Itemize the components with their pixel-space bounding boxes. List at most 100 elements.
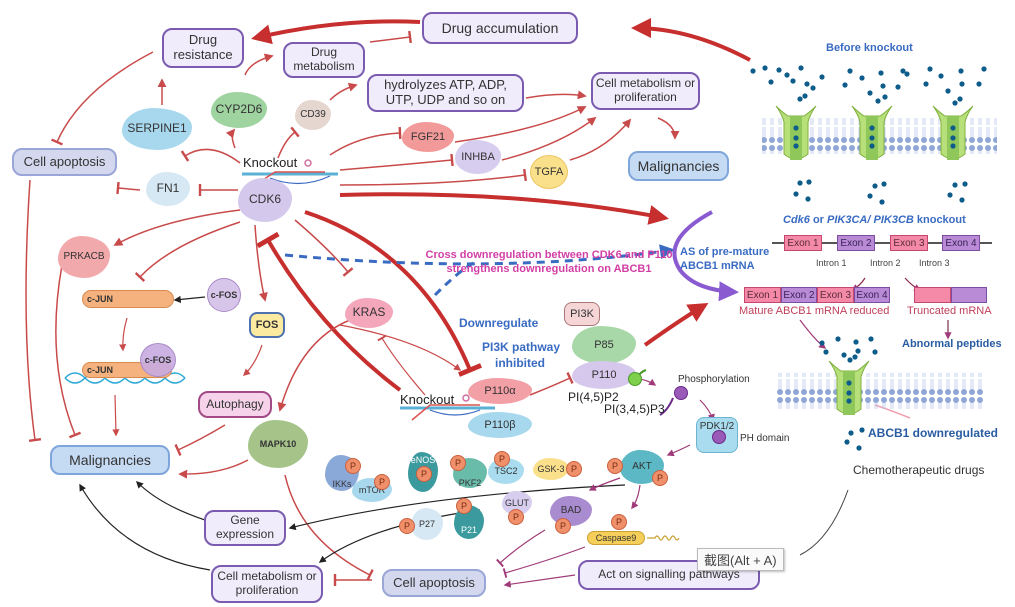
p-label: P bbox=[615, 517, 622, 527]
protein-label: PDK1/2 bbox=[699, 421, 735, 432]
protein-label: INHBA bbox=[461, 150, 495, 163]
pip3-label: PI(3,4,5)P3 bbox=[604, 402, 665, 416]
p-label: P bbox=[570, 464, 577, 474]
inhibit-mapk10-apoptosis bbox=[284, 474, 374, 581]
protein-p110: P110 bbox=[572, 361, 636, 389]
protein-label: P110β bbox=[484, 418, 516, 431]
box-label: Cell metabolism or proliferation bbox=[217, 569, 317, 597]
p-label: P bbox=[611, 461, 618, 471]
box-hydrolyzes: hydrolyzes ATP, ADP, UTP, UDP and so on bbox=[367, 74, 524, 112]
phospho-icon: P bbox=[456, 498, 472, 514]
arrow-cyp2d6-metab bbox=[244, 53, 274, 76]
pre-exon-4: Exon 4 bbox=[942, 235, 980, 251]
box-label: Drug accumulation bbox=[441, 19, 559, 36]
pip3-tail bbox=[659, 397, 674, 416]
protein-label: c-FOS bbox=[144, 354, 172, 365]
protein-p110b: P110β bbox=[468, 412, 532, 438]
protein-label: CDK6 bbox=[248, 192, 281, 207]
arrow-cd39-hydro bbox=[329, 82, 358, 101]
arrow-geneexp-malig bbox=[135, 480, 206, 521]
protein-label: MAPK10 bbox=[259, 438, 297, 449]
box-autophagy: Autophagy bbox=[198, 391, 272, 418]
arrow-mapk10-malig bbox=[178, 459, 249, 479]
truncated-exon-b bbox=[951, 287, 987, 303]
box-cell-apoptosis-left: Cell apoptosis bbox=[12, 148, 117, 176]
box-malignancies-left: Malignancies bbox=[50, 445, 170, 475]
protein-label: PI3K bbox=[570, 307, 594, 320]
arrow-cdk6-fos bbox=[254, 224, 268, 302]
knockout-label-2: Knockout bbox=[400, 392, 455, 407]
protein-tgfa: TGFA bbox=[530, 155, 568, 189]
abcb1-channel bbox=[932, 105, 974, 160]
inhibit-prkacb-malig bbox=[55, 264, 82, 439]
protein-label: P110 bbox=[591, 368, 617, 381]
pre-exon-1: Exon 1 bbox=[784, 235, 822, 251]
protein-label: c-JUN bbox=[87, 293, 114, 304]
p-label: P bbox=[403, 521, 410, 531]
inhibit-cdk6-tgfa bbox=[339, 168, 527, 186]
inhibit-cdk6-cjun bbox=[134, 221, 241, 282]
phospho-icon: P bbox=[399, 518, 415, 534]
protein-fn1: FN1 bbox=[146, 172, 190, 206]
box-label: Drug metabolism bbox=[293, 45, 355, 73]
arrow-cjun-complex bbox=[119, 317, 128, 352]
arrow-to-drug-accumulation bbox=[631, 18, 751, 62]
box-label: Malignancies bbox=[69, 451, 151, 468]
box-label: hydrolyzes ATP, ADP, UTP, UDP and so on bbox=[384, 77, 507, 107]
inhibit-apoptosis-malig-left bbox=[25, 179, 42, 442]
caspase-tail bbox=[647, 535, 680, 541]
inhibit-autophagy-malig bbox=[174, 424, 226, 456]
box-label: Autophagy bbox=[206, 396, 264, 411]
intron-1-label: Intron 1 bbox=[816, 258, 847, 268]
gene-pik3: PIK3CA/ PIK3CB bbox=[827, 214, 914, 226]
protein-label: FOS bbox=[255, 318, 279, 331]
p-label: P bbox=[349, 461, 356, 471]
arrow-cellmet-malig-bottom bbox=[79, 483, 211, 571]
protein-label: GLUT bbox=[504, 497, 529, 508]
ph-domain-icon bbox=[712, 430, 726, 444]
arrow-p110-to-as bbox=[643, 302, 709, 347]
box-act-on-signalling: Act on signalling pathways bbox=[578, 560, 760, 590]
phospho-icon: P bbox=[494, 451, 510, 467]
intron-3-label: Intron 3 bbox=[919, 258, 950, 268]
inhibit-resist-apoptosis bbox=[51, 51, 154, 146]
phospho-icon: P bbox=[652, 470, 668, 486]
protein-label: P110α bbox=[484, 384, 516, 397]
arrow-mature-channel bbox=[799, 319, 827, 349]
protein-label: FN1 bbox=[156, 181, 180, 196]
abnormal-peptides-label: Abnormal peptides bbox=[902, 338, 1002, 350]
inhibit-cdk6-cd39 bbox=[277, 126, 300, 159]
box-drug-accumulation: Drug accumulation bbox=[422, 12, 578, 44]
pip2-label: PI(4,5)P2 bbox=[568, 390, 619, 404]
protein-prkacb: PRKACB bbox=[58, 236, 110, 278]
protein-label: P27 bbox=[418, 518, 435, 529]
p-label: P bbox=[498, 454, 505, 464]
p-label: P bbox=[559, 521, 566, 531]
arrow-akt-casp bbox=[631, 484, 641, 510]
protein-label: c-FOS bbox=[210, 289, 238, 300]
protein-p110a: P110α bbox=[468, 378, 532, 404]
label-line: ABCB1 mRNA bbox=[680, 259, 755, 272]
protein-label: BAD bbox=[560, 505, 582, 517]
phospho-icon: P bbox=[450, 455, 466, 471]
pre-exon-3: Exon 3 bbox=[890, 235, 928, 251]
protein-gsk3: GSK-3 bbox=[533, 458, 569, 480]
protein-label: eNOS bbox=[410, 455, 436, 465]
protein-label: KRAS bbox=[352, 305, 386, 320]
arrow-pdk-akt bbox=[666, 444, 691, 457]
pip2-icon bbox=[628, 372, 642, 386]
arrow-tgfa-cellmet bbox=[569, 118, 632, 161]
note-line-1: Cross downregulation between CDK6 and P1… bbox=[425, 249, 673, 261]
protein-label: PKF2 bbox=[458, 477, 482, 488]
cross-downregulation-note: Cross downregulation between CDK6 and P1… bbox=[389, 248, 709, 277]
protein-label: TGFA bbox=[534, 165, 564, 178]
protein-label: mTOR bbox=[358, 484, 386, 495]
arrow-act-apoptosis bbox=[503, 574, 576, 588]
protein-caspase9: Caspase9 bbox=[587, 531, 645, 545]
box-drug-metabolism: Drug metabolism bbox=[283, 42, 365, 78]
title-end: knockout bbox=[913, 214, 966, 226]
gene-cdk6: Cdk6 bbox=[783, 214, 810, 226]
inhibit-cdk6-kras bbox=[294, 219, 354, 277]
box-malignancies-top: Malignancies bbox=[628, 151, 729, 181]
